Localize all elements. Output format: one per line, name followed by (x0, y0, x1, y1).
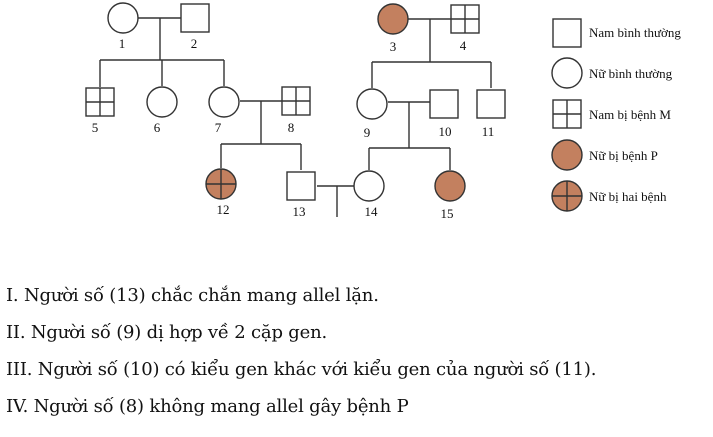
individual-12 (205, 168, 237, 200)
individual-label-13: 13 (293, 204, 306, 219)
individual-label-6: 6 (154, 120, 161, 135)
individual-label-14: 14 (365, 204, 379, 219)
legend-symbol-female-normal (551, 57, 583, 89)
individual-label-7: 7 (215, 120, 222, 135)
legend-label-female-P: Nữ bị bệnh P (589, 148, 658, 163)
legend-label-male-normal: Nam bình thường (589, 25, 681, 40)
individual-4 (450, 4, 480, 34)
individual-1 (107, 2, 139, 34)
legend-symbol-male-normal (552, 18, 582, 48)
individual-5 (85, 87, 115, 117)
individual-11 (476, 89, 506, 119)
individual-2 (180, 3, 210, 33)
individual-label-11: 11 (482, 124, 495, 139)
statement-4: IV. Người số (8) không mang allel gây bệ… (6, 396, 409, 417)
legend-label-male-M: Nam bị bệnh M (589, 107, 671, 122)
pedigree-lines (99, 17, 492, 217)
individual-8 (281, 86, 311, 116)
individual-label-9: 9 (364, 125, 371, 140)
individual-label-4: 4 (460, 38, 467, 53)
individual-label-12: 12 (217, 202, 230, 217)
individual-15 (434, 170, 466, 202)
individual-7 (208, 86, 240, 118)
individual-13 (286, 171, 316, 201)
individual-label-5: 5 (92, 120, 99, 135)
statement-1: I. Người số (13) chắc chắn mang allel lặ… (6, 285, 379, 306)
individual-label-2: 2 (191, 36, 198, 51)
legend-symbol-female-P (551, 139, 583, 171)
individual-label-15: 15 (441, 206, 454, 221)
statements-list: I. Người số (13) chắc chắn mang allel lặ… (6, 286, 706, 434)
individual-label-1: 1 (119, 36, 126, 51)
individual-14 (353, 170, 385, 202)
legend-symbol-female-both (551, 180, 583, 212)
statement-2: II. Người số (9) dị hợp về 2 cặp gen. (6, 322, 327, 343)
individual-9 (356, 88, 388, 120)
individual-6 (146, 86, 178, 118)
individual-label-3: 3 (390, 39, 397, 54)
legend-label-female-normal: Nữ bình thường (589, 66, 673, 81)
statement-3: III. Người số (10) có kiểu gen khác với … (6, 359, 597, 380)
individual-3 (377, 3, 409, 35)
legend-label-female-both: Nữ bị hai bệnh (589, 189, 667, 204)
individual-label-8: 8 (288, 120, 295, 135)
individual-label-10: 10 (439, 124, 452, 139)
individual-10 (429, 89, 459, 119)
legend-symbol-male-M (552, 99, 582, 129)
